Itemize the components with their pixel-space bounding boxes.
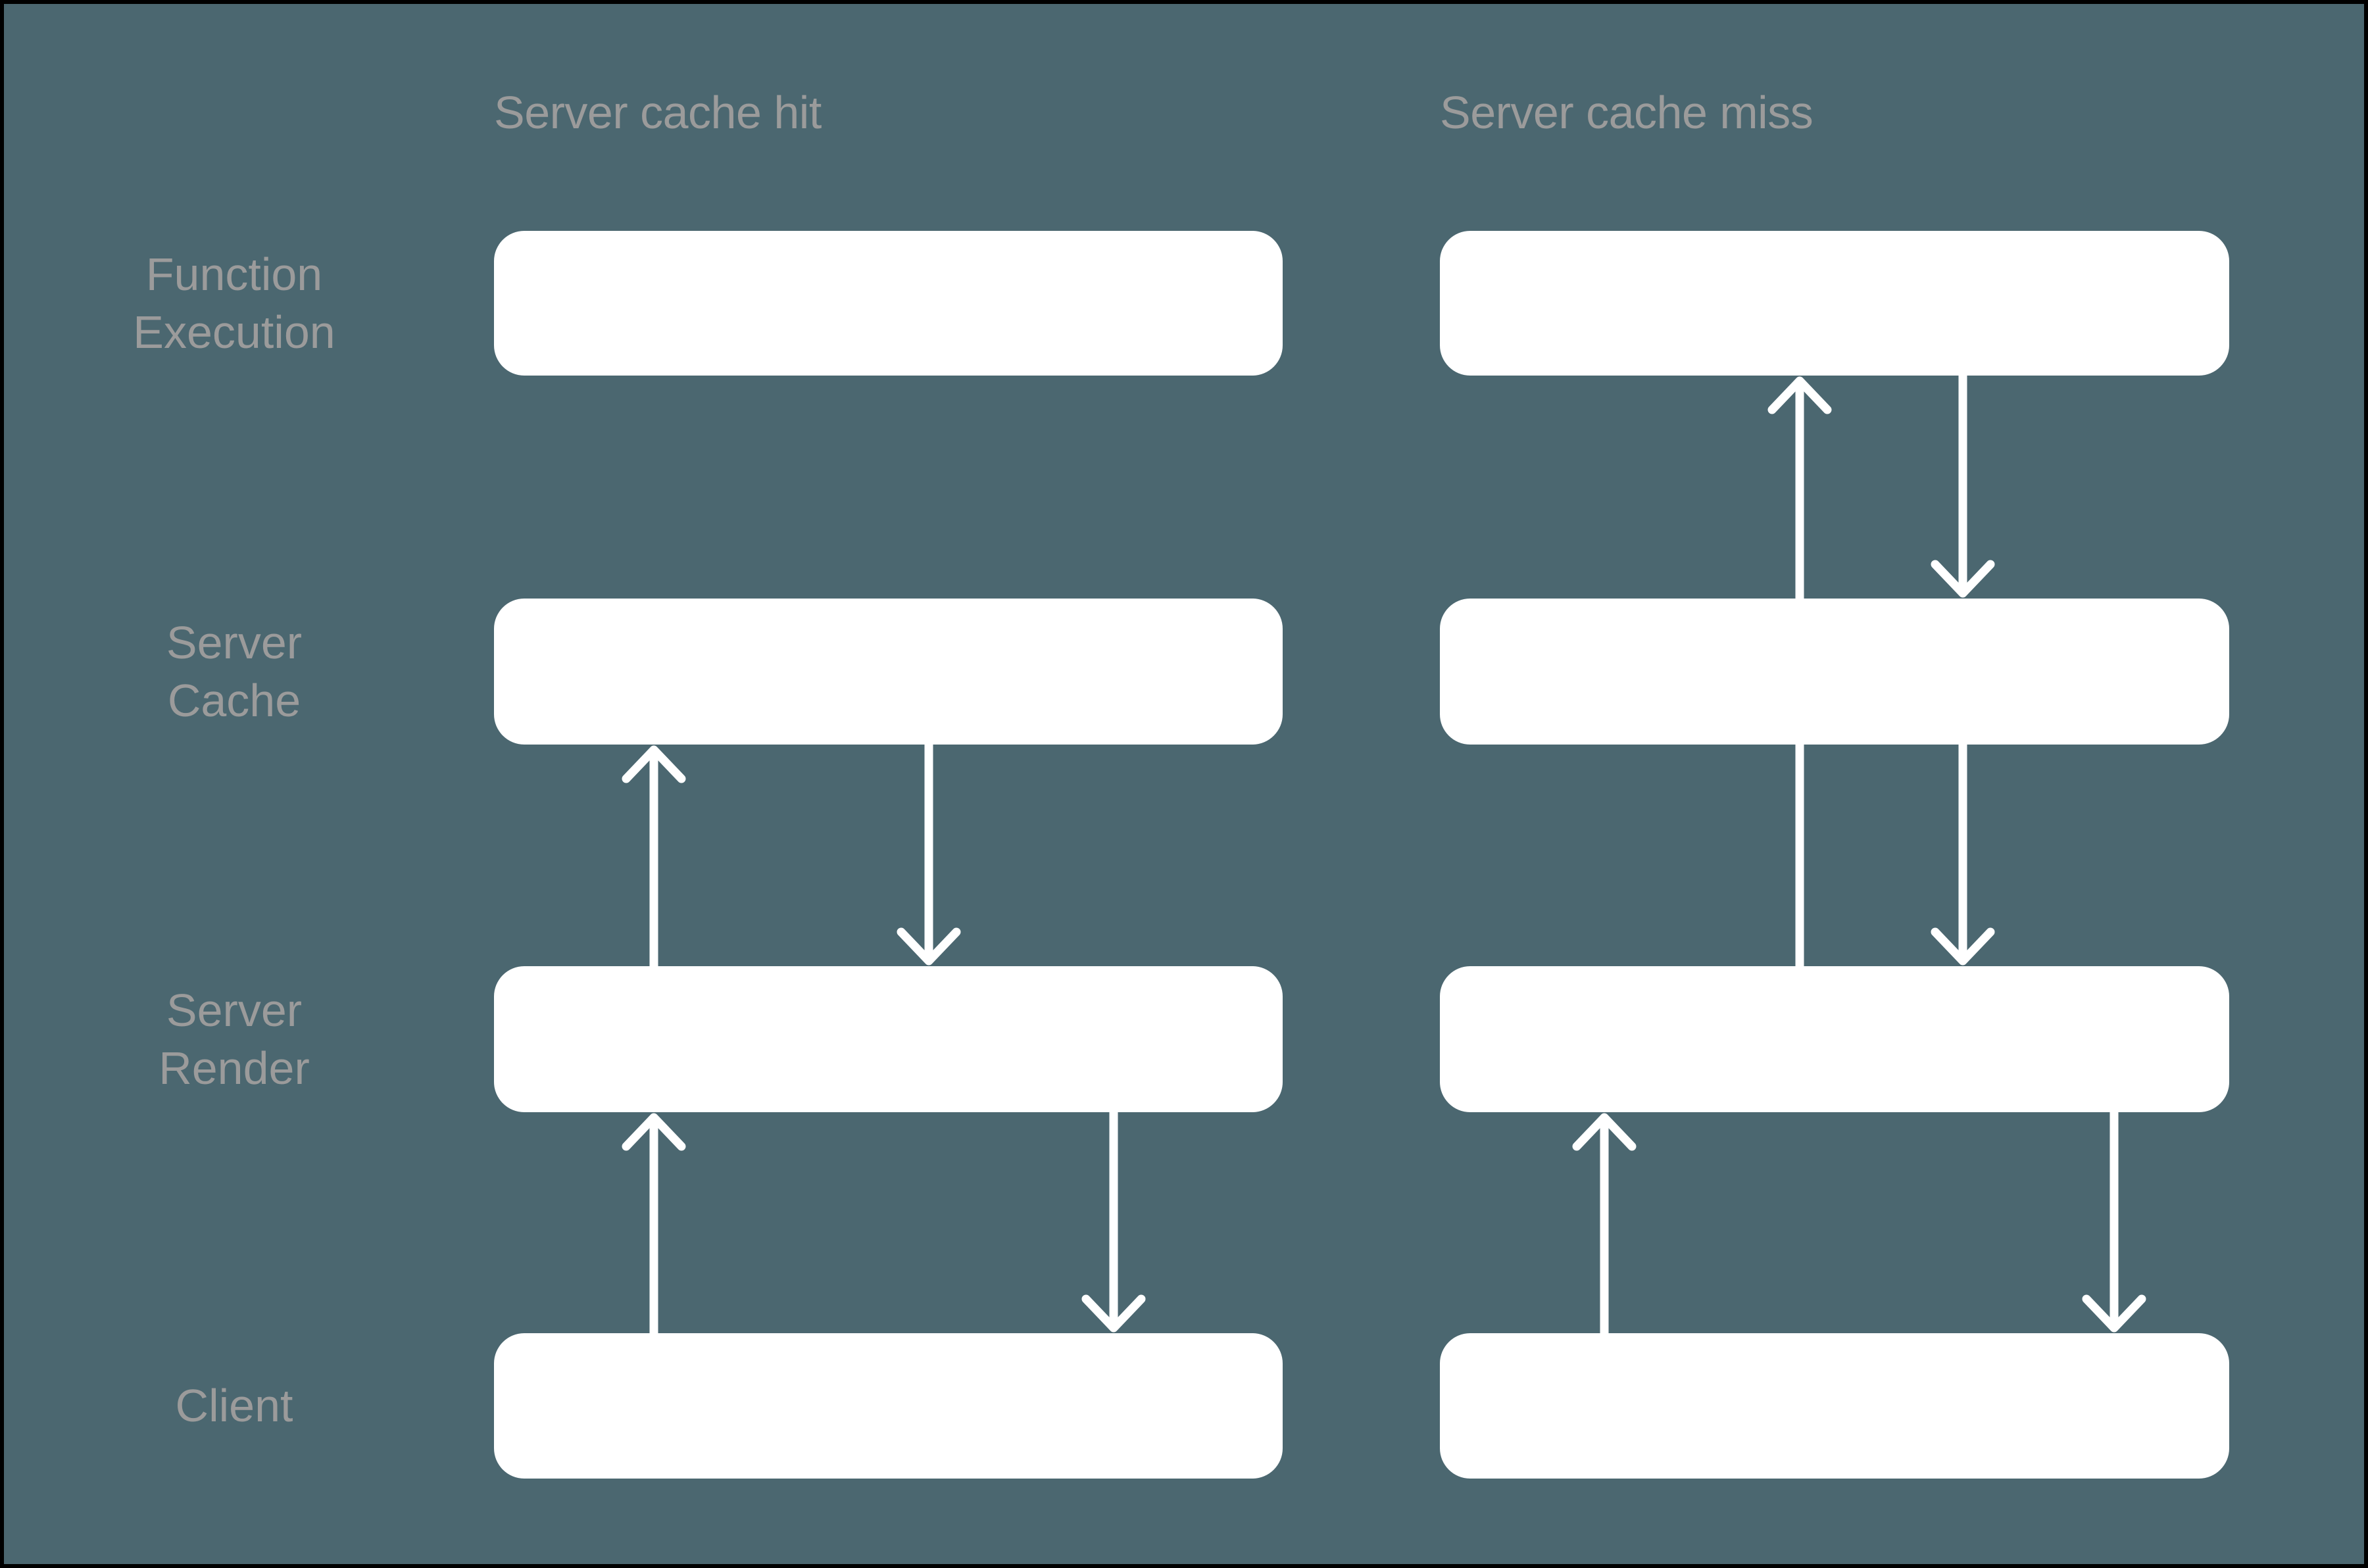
column-header-server-cache-miss: Server cache miss bbox=[1440, 87, 1813, 138]
row-label-client: Client bbox=[175, 1379, 293, 1431]
node-miss-function-execution[interactable] bbox=[1440, 231, 2229, 376]
node-miss-server-cache[interactable] bbox=[1440, 599, 2229, 745]
arrow-miss-render-to-exec bbox=[1760, 376, 1839, 971]
column-header-server-cache-hit: Server cache hit bbox=[494, 87, 822, 138]
arrow-hit-render-to-client bbox=[1074, 1108, 1153, 1333]
arrow-hit-cache-to-render bbox=[889, 740, 968, 966]
arrow-miss-client-to-render bbox=[1565, 1112, 1644, 1338]
node-hit-client[interactable] bbox=[494, 1333, 1283, 1479]
node-miss-client[interactable] bbox=[1440, 1333, 2229, 1479]
arrow-miss-render-to-client bbox=[2075, 1108, 2154, 1333]
arrow-miss-exec-to-cache bbox=[1923, 371, 2002, 599]
arrow-hit-client-to-render bbox=[614, 1112, 693, 1338]
node-hit-function-execution[interactable] bbox=[494, 231, 1283, 376]
row-label-server-cache: Server Cache bbox=[166, 616, 303, 726]
node-hit-server-cache[interactable] bbox=[494, 599, 1283, 745]
row-label-server-render: Server Render bbox=[159, 984, 310, 1094]
node-hit-server-render[interactable] bbox=[494, 966, 1283, 1112]
arrow-miss-cache-to-render bbox=[1923, 740, 2002, 966]
arrow-hit-render-to-cache bbox=[614, 745, 693, 971]
row-label-function-execution: Function Execution bbox=[133, 248, 335, 358]
node-miss-server-render[interactable] bbox=[1440, 966, 2229, 1112]
